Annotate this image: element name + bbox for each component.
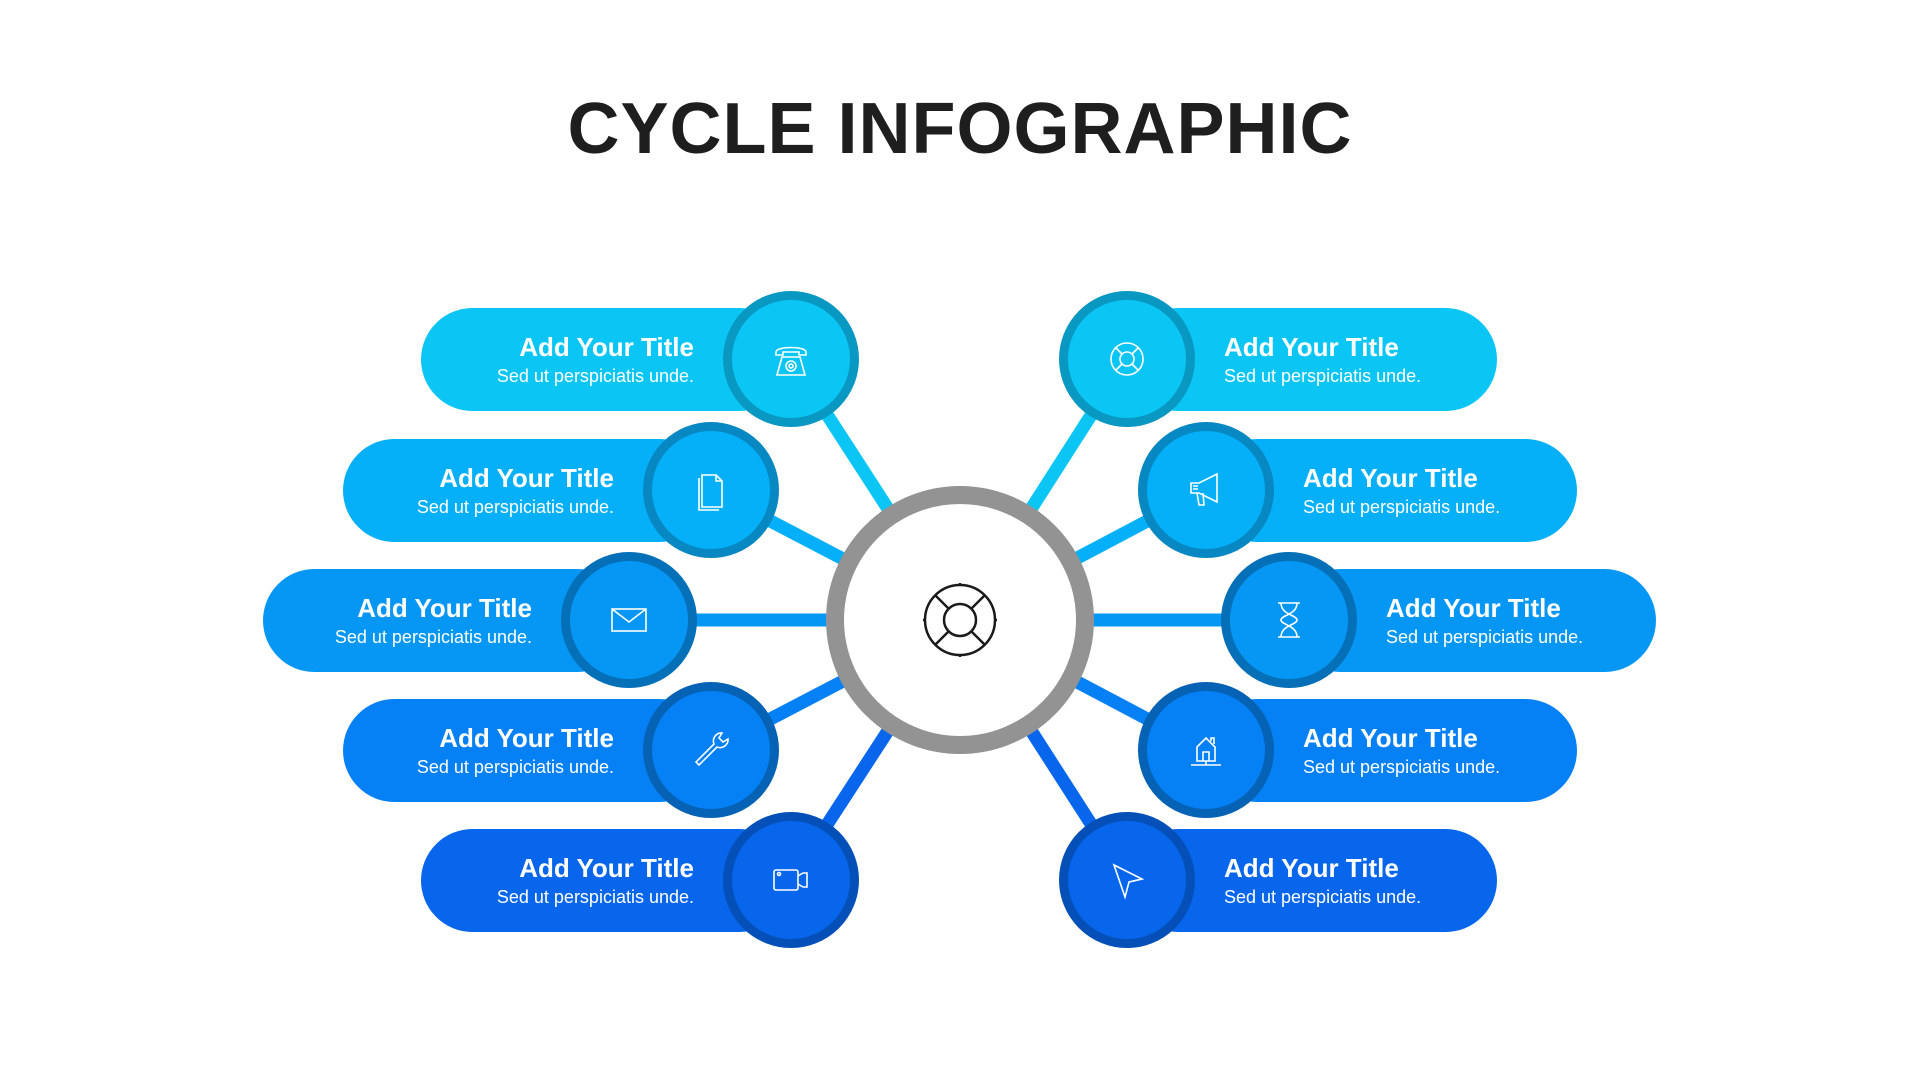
item-subtitle: Sed ut perspiciatis unde.: [1303, 756, 1501, 777]
paper-plane-icon: [1112, 863, 1145, 900]
item-title: Add Your Title: [1224, 852, 1399, 883]
telephone-icon: [775, 346, 807, 376]
item-icon-circle: [723, 291, 859, 427]
megaphone-icon: [1190, 472, 1218, 506]
video-camera-icon: [773, 869, 808, 891]
item-subtitle: Sed ut perspiciatis unde.: [416, 756, 614, 777]
item-icon-circle: [643, 682, 779, 818]
item-icon-circle: [1221, 552, 1357, 688]
item-title: Add Your Title: [519, 331, 694, 362]
envelope-icon: [611, 608, 647, 632]
house-network-icon: [1191, 736, 1221, 766]
lifebuoy-icon: [923, 583, 997, 657]
item-icon-circle: [1059, 291, 1195, 427]
item-icon-circle: [1138, 422, 1274, 558]
page-title: CYCLE INFOGRAPHIC: [567, 89, 1353, 169]
item-title: Add Your Title: [1303, 722, 1478, 753]
item-subtitle: Sed ut perspiciatis unde.: [334, 626, 532, 647]
item-title: Add Your Title: [1224, 331, 1399, 362]
item-icon-circle: [561, 552, 697, 688]
item-icon-circle: [723, 812, 859, 948]
item-icon-circle: [643, 422, 779, 558]
item-subtitle: Sed ut perspiciatis unde.: [416, 496, 614, 517]
item-subtitle: Sed ut perspiciatis unde.: [496, 365, 694, 386]
item-subtitle: Sed ut perspiciatis unde.: [1303, 496, 1501, 517]
item-subtitle: Sed ut perspiciatis unde.: [1224, 886, 1422, 907]
hub-circle: [826, 486, 1094, 754]
item-title: Add Your Title: [1386, 592, 1561, 623]
item-title: Add Your Title: [439, 722, 614, 753]
item-icon-circle: [1138, 682, 1274, 818]
item-icon-circle: [1059, 812, 1195, 948]
item-title: Add Your Title: [519, 852, 694, 883]
item-title: Add Your Title: [1303, 462, 1478, 493]
wrench-icon: [694, 732, 729, 767]
item-subtitle: Sed ut perspiciatis unde.: [1386, 626, 1584, 647]
item-subtitle: Sed ut perspiciatis unde.: [496, 886, 694, 907]
item-title: Add Your Title: [357, 592, 532, 623]
item-title: Add Your Title: [439, 462, 614, 493]
documents-icon: [698, 474, 723, 511]
lifebuoy-icon: [1110, 342, 1144, 376]
hourglass-icon: [1278, 602, 1300, 638]
item-subtitle: Sed ut perspiciatis unde.: [1224, 365, 1422, 386]
